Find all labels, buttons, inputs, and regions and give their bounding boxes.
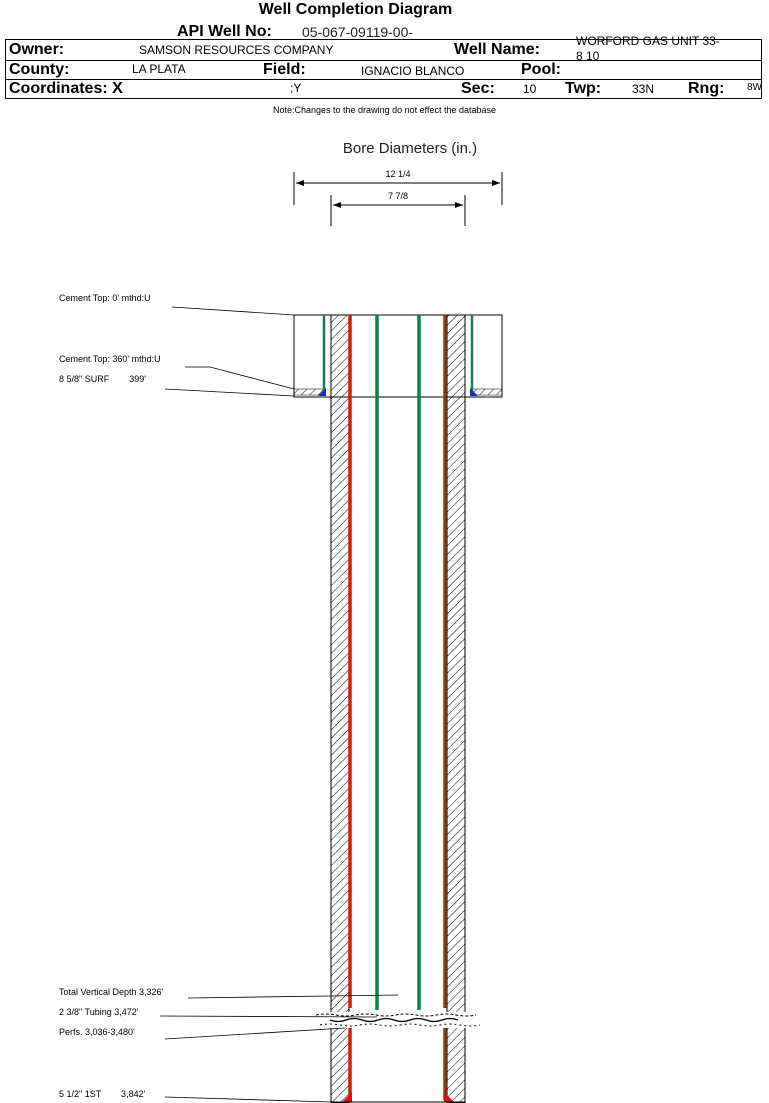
sec-value: 10: [523, 82, 537, 96]
well-name-label: Well Name:: [454, 41, 540, 58]
perforation-zone: [315, 1012, 481, 1028]
twp-value: 33N: [632, 82, 655, 96]
owner-value: SAMSON RESOURCES COMPANY: [139, 43, 334, 57]
bore-dimension-12-1-4: [293, 172, 503, 205]
well-name-value-line1: WORFORD GAS UNIT 33-: [576, 34, 720, 48]
county-label: County:: [9, 61, 70, 78]
surface-cement-left: [293, 388, 325, 396]
surface-cement-right: [471, 388, 503, 396]
annotation-leaders: [159, 306, 399, 1103]
rng-value: 8W: [747, 82, 762, 93]
annotation-cement-top-0: Cement Top: 0' mthd:U: [59, 293, 151, 303]
well-name-value-line2: 8 10: [576, 49, 600, 63]
field-value: IGNACIO BLANCO: [361, 64, 465, 78]
rng-label: Rng:: [688, 80, 725, 97]
production-casing-shoe-right: [444, 1092, 454, 1102]
surface-casing-shoe-right: [470, 388, 478, 396]
annotation-total-vertical-depth: Total Vertical Depth 3,326': [59, 987, 164, 997]
coordinates-y: ;Y: [290, 81, 302, 95]
header-row-coordinates: Coordinates: X ;Y Sec: 10 Twp: 33N Rng: …: [5, 79, 762, 99]
annotation-cement-top-360: Cement Top: 360' mthd:U: [59, 354, 161, 364]
api-label: API Well No:: [177, 23, 272, 40]
bore-diameter-label-1: 12 1/4: [385, 169, 410, 179]
county-value: LA PLATA: [132, 62, 186, 76]
annotation-production-casing: 5 1/2" 1ST 3,842': [59, 1089, 146, 1099]
production-cement-right: [446, 314, 466, 1103]
well-header-table: API Well No: 05-067-09119-00- Owner: SAM…: [5, 21, 762, 99]
surface-hole: [293, 314, 503, 1103]
page-title: Well Completion Diagram: [258, 1, 453, 18]
field-label: Field:: [263, 61, 306, 78]
annotation-perfs: Perfs. 3,036-3,480': [59, 1027, 135, 1037]
bore-diameter-label-2: 7 7/8: [388, 191, 408, 201]
surface-casing-shoe-left: [318, 388, 326, 396]
database-note: Note:Changes to the drawing do not effec…: [273, 105, 496, 115]
production-cement-left: [330, 314, 350, 1103]
api-value: 05-067-09119-00-: [302, 24, 414, 40]
annotation-tubing: 2 3/8" Tubing 3,472': [59, 1007, 139, 1017]
sec-label: Sec:: [461, 80, 495, 97]
twp-label: Twp:: [565, 80, 602, 97]
owner-label: Owner:: [9, 41, 65, 58]
bore-diameters-title: Bore Diameters (in.): [342, 140, 478, 157]
production-casing-shoe-left: [342, 1092, 352, 1102]
header-row-owner: Owner: SAMSON RESOURCES COMPANY Well Nam…: [5, 34, 762, 63]
annotation-surface-casing: 8 5/8" SURF 399': [59, 374, 146, 384]
coordinates-label: Coordinates: X: [9, 80, 123, 97]
bore-dimension-7-7-8: [330, 195, 466, 226]
pool-label: Pool:: [521, 61, 561, 78]
